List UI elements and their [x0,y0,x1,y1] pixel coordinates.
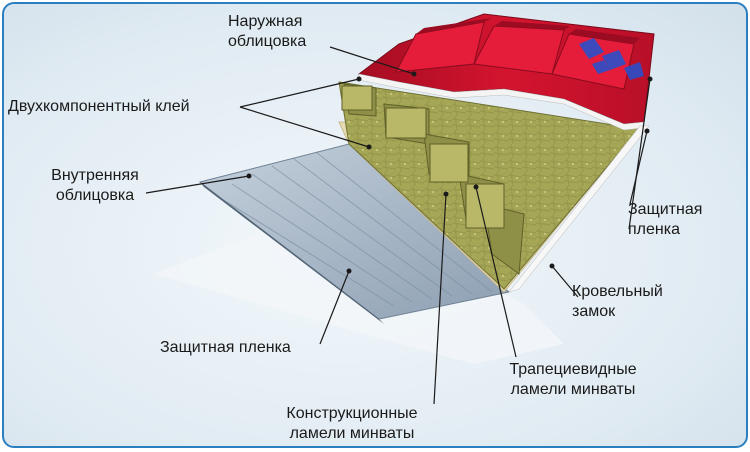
sandwich-panel-illustration [145,13,655,405]
label-roof-lock-line2: замок [572,303,616,320]
label-trapezoid-lamellas-line1: Трапециевидные [509,361,637,378]
label-structural-lamellas: Конструкционные ламели минваты [270,404,434,444]
label-outer-cladding: Наружная облицовка [228,12,306,52]
label-trapezoid-lamellas-line2: ламели минваты [510,381,636,398]
label-protective-film-right-line1: Защитная [628,201,703,218]
label-protective-film-bottom: Защитная пленка [160,339,291,356]
label-outer-cladding-line1: Наружная [228,13,303,30]
label-roof-lock: Кровельный замок [572,282,663,322]
right-protective-film [508,125,650,293]
label-trapezoid-lamellas: Трапециевидные ламели минваты [508,360,638,400]
label-adhesive: Двухкомпонентный клей [8,98,190,115]
label-structural-lamellas-line2: ламели минваты [289,425,415,442]
label-protective-film-right: Защитная пленка [628,200,702,240]
label-roof-lock-line1: Кровельный [572,283,663,300]
label-inner-cladding-line1: Внутренняя [51,167,139,184]
label-outer-cladding-line2: облицовка [228,33,307,50]
label-structural-lamellas-line1: Конструкционные [286,405,418,422]
label-inner-cladding-line2: облицовка [55,187,135,204]
label-protective-film-right-line2: пленка [628,221,680,238]
label-inner-cladding: Внутренняя облицовка [46,166,144,206]
